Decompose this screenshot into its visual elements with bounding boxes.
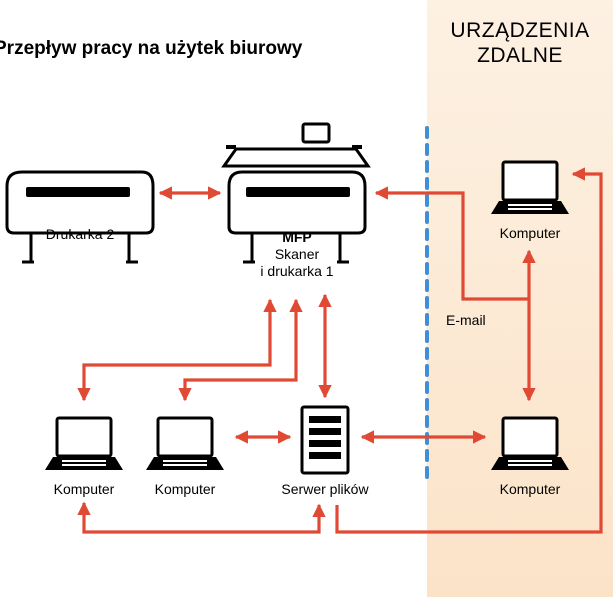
file-server-label: Serwer plików bbox=[281, 481, 369, 497]
arrow-computer1-server-loop bbox=[77, 501, 326, 534]
remote-bottom-laptop-icon bbox=[489, 416, 571, 472]
printer2-icon bbox=[5, 170, 155, 264]
arrow-server-remote-top-loop bbox=[335, 167, 603, 534]
mfp-line2: Skaner bbox=[274, 246, 320, 262]
office-computer-1-label: Komputer bbox=[53, 481, 115, 497]
diagram-title: Przepływ pracy na użytek biurowy bbox=[0, 38, 303, 59]
remote-title-line1: URZĄDZENIA bbox=[450, 19, 590, 42]
arrow-email-to-mfp bbox=[374, 186, 529, 301]
mfp-line3: i drukarka 1 bbox=[260, 263, 334, 279]
arrow-mfp-to-computer2 bbox=[178, 298, 303, 402]
office-laptop-1-icon bbox=[43, 416, 125, 472]
remote-top-laptop-icon bbox=[489, 160, 571, 216]
mfp-label: MFP Skaner i drukarka 1 bbox=[247, 229, 347, 280]
office-computer-2-label: Komputer bbox=[154, 481, 216, 497]
printer2-label: Drukarka 2 bbox=[45, 226, 115, 242]
arrow-mfp-to-computer1 bbox=[77, 298, 277, 402]
remote-devices-title: URZĄDZENIA ZDALNE bbox=[427, 18, 613, 68]
remote-title-line2: ZDALNE bbox=[477, 44, 563, 67]
email-label: E-mail bbox=[446, 312, 486, 328]
office-laptop-2-icon bbox=[144, 416, 226, 472]
mfp-name: MFP bbox=[282, 229, 312, 245]
remote-top-computer-label: Komputer bbox=[499, 225, 561, 241]
remote-bottom-computer-label: Komputer bbox=[499, 481, 561, 497]
file-server-icon bbox=[300, 405, 350, 475]
mfp-icon bbox=[221, 122, 371, 264]
